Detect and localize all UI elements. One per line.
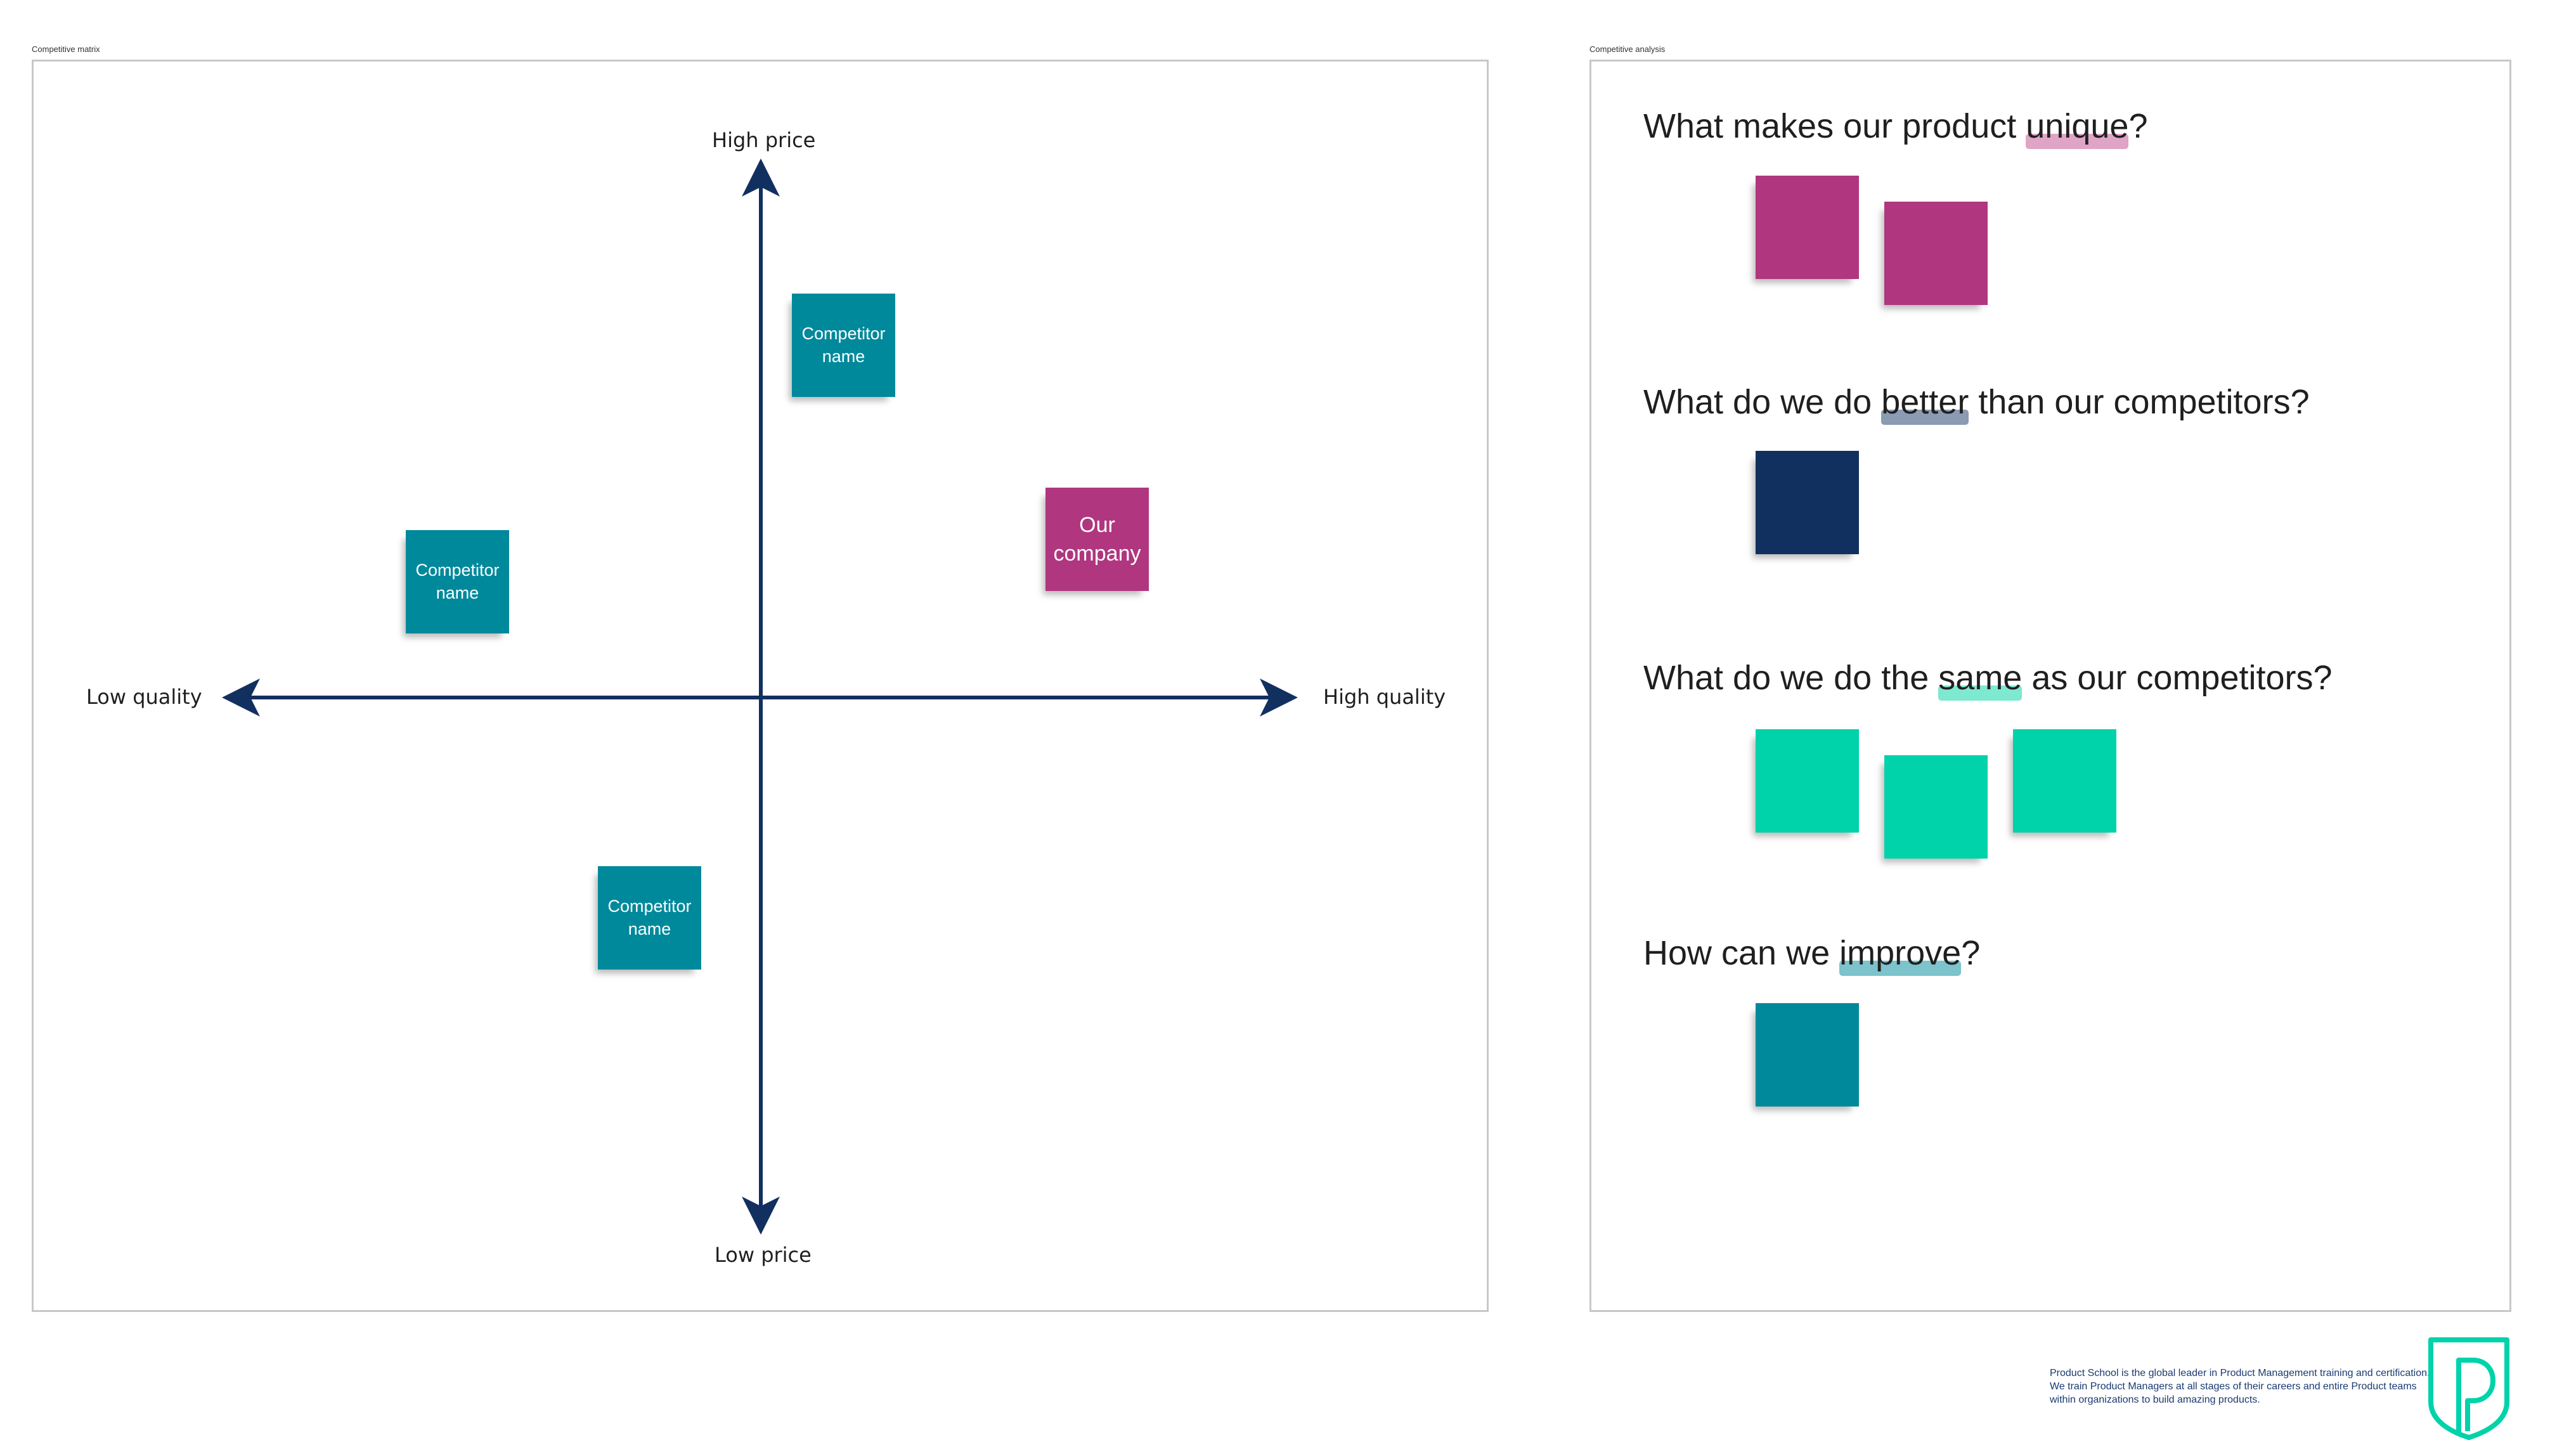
- question-text-before: How can we: [1643, 934, 1840, 972]
- sticky-unique-1[interactable]: [1756, 176, 1859, 279]
- axis-label-high-price: High price: [712, 128, 816, 152]
- question-highlight-word: same: [1938, 659, 2023, 697]
- question-text-before: What do we do: [1643, 383, 1882, 421]
- axis-label-low-price: Low price: [715, 1243, 812, 1267]
- question-text-after: ?: [1961, 934, 1981, 972]
- question-highlight-word: unique: [2026, 107, 2129, 145]
- sticky-label: Competitor name: [801, 324, 886, 366]
- sticky-label: Competitor name: [607, 897, 692, 938]
- question-highlight-word: better: [1881, 383, 1969, 421]
- question-unique: What makes our product unique?: [1643, 107, 2148, 149]
- sticky-our-company[interactable]: Our company: [1045, 488, 1149, 591]
- sticky-competitor-bottom[interactable]: Competitor name: [598, 866, 701, 970]
- question-same: What do we do the same as our competitor…: [1643, 658, 2333, 701]
- sticky-same-2[interactable]: [1884, 755, 1988, 859]
- question-text-before: What makes our product: [1643, 107, 2026, 145]
- axis-label-low-quality: Low quality: [86, 685, 202, 709]
- question-better: What do we do better than our competitor…: [1643, 382, 2310, 425]
- sticky-label: Competitor name: [415, 561, 500, 602]
- question-text-after: as our competitors?: [2022, 659, 2333, 697]
- matrix-frame-title: Competitive matrix: [32, 44, 100, 54]
- sticky-improve-1[interactable]: [1756, 1003, 1859, 1107]
- sticky-unique-2[interactable]: [1884, 202, 1988, 305]
- analysis-frame-title: Competitive analysis: [1589, 44, 1666, 54]
- sticky-label: Our company: [1053, 513, 1141, 566]
- product-school-shield-icon: [2428, 1337, 2509, 1440]
- sticky-same-3[interactable]: [2013, 729, 2116, 833]
- competitive-analysis-frame[interactable]: [1589, 60, 2511, 1312]
- product-school-description: Product School is the global leader in P…: [2050, 1368, 2430, 1405]
- question-text-before: What do we do the: [1643, 659, 1939, 697]
- question-text-after: ?: [2128, 107, 2148, 145]
- sticky-competitor-left[interactable]: Competitor name: [406, 530, 509, 633]
- question-improve: How can we improve?: [1643, 933, 1981, 976]
- question-highlight-word: improve: [1839, 934, 1962, 972]
- sticky-same-1[interactable]: [1756, 729, 1859, 833]
- axis-label-high-quality: High quality: [1323, 685, 1446, 709]
- sticky-competitor-top[interactable]: Competitor name: [792, 294, 895, 397]
- sticky-better-1[interactable]: [1756, 451, 1859, 554]
- question-text-after: than our competitors?: [1969, 383, 2310, 421]
